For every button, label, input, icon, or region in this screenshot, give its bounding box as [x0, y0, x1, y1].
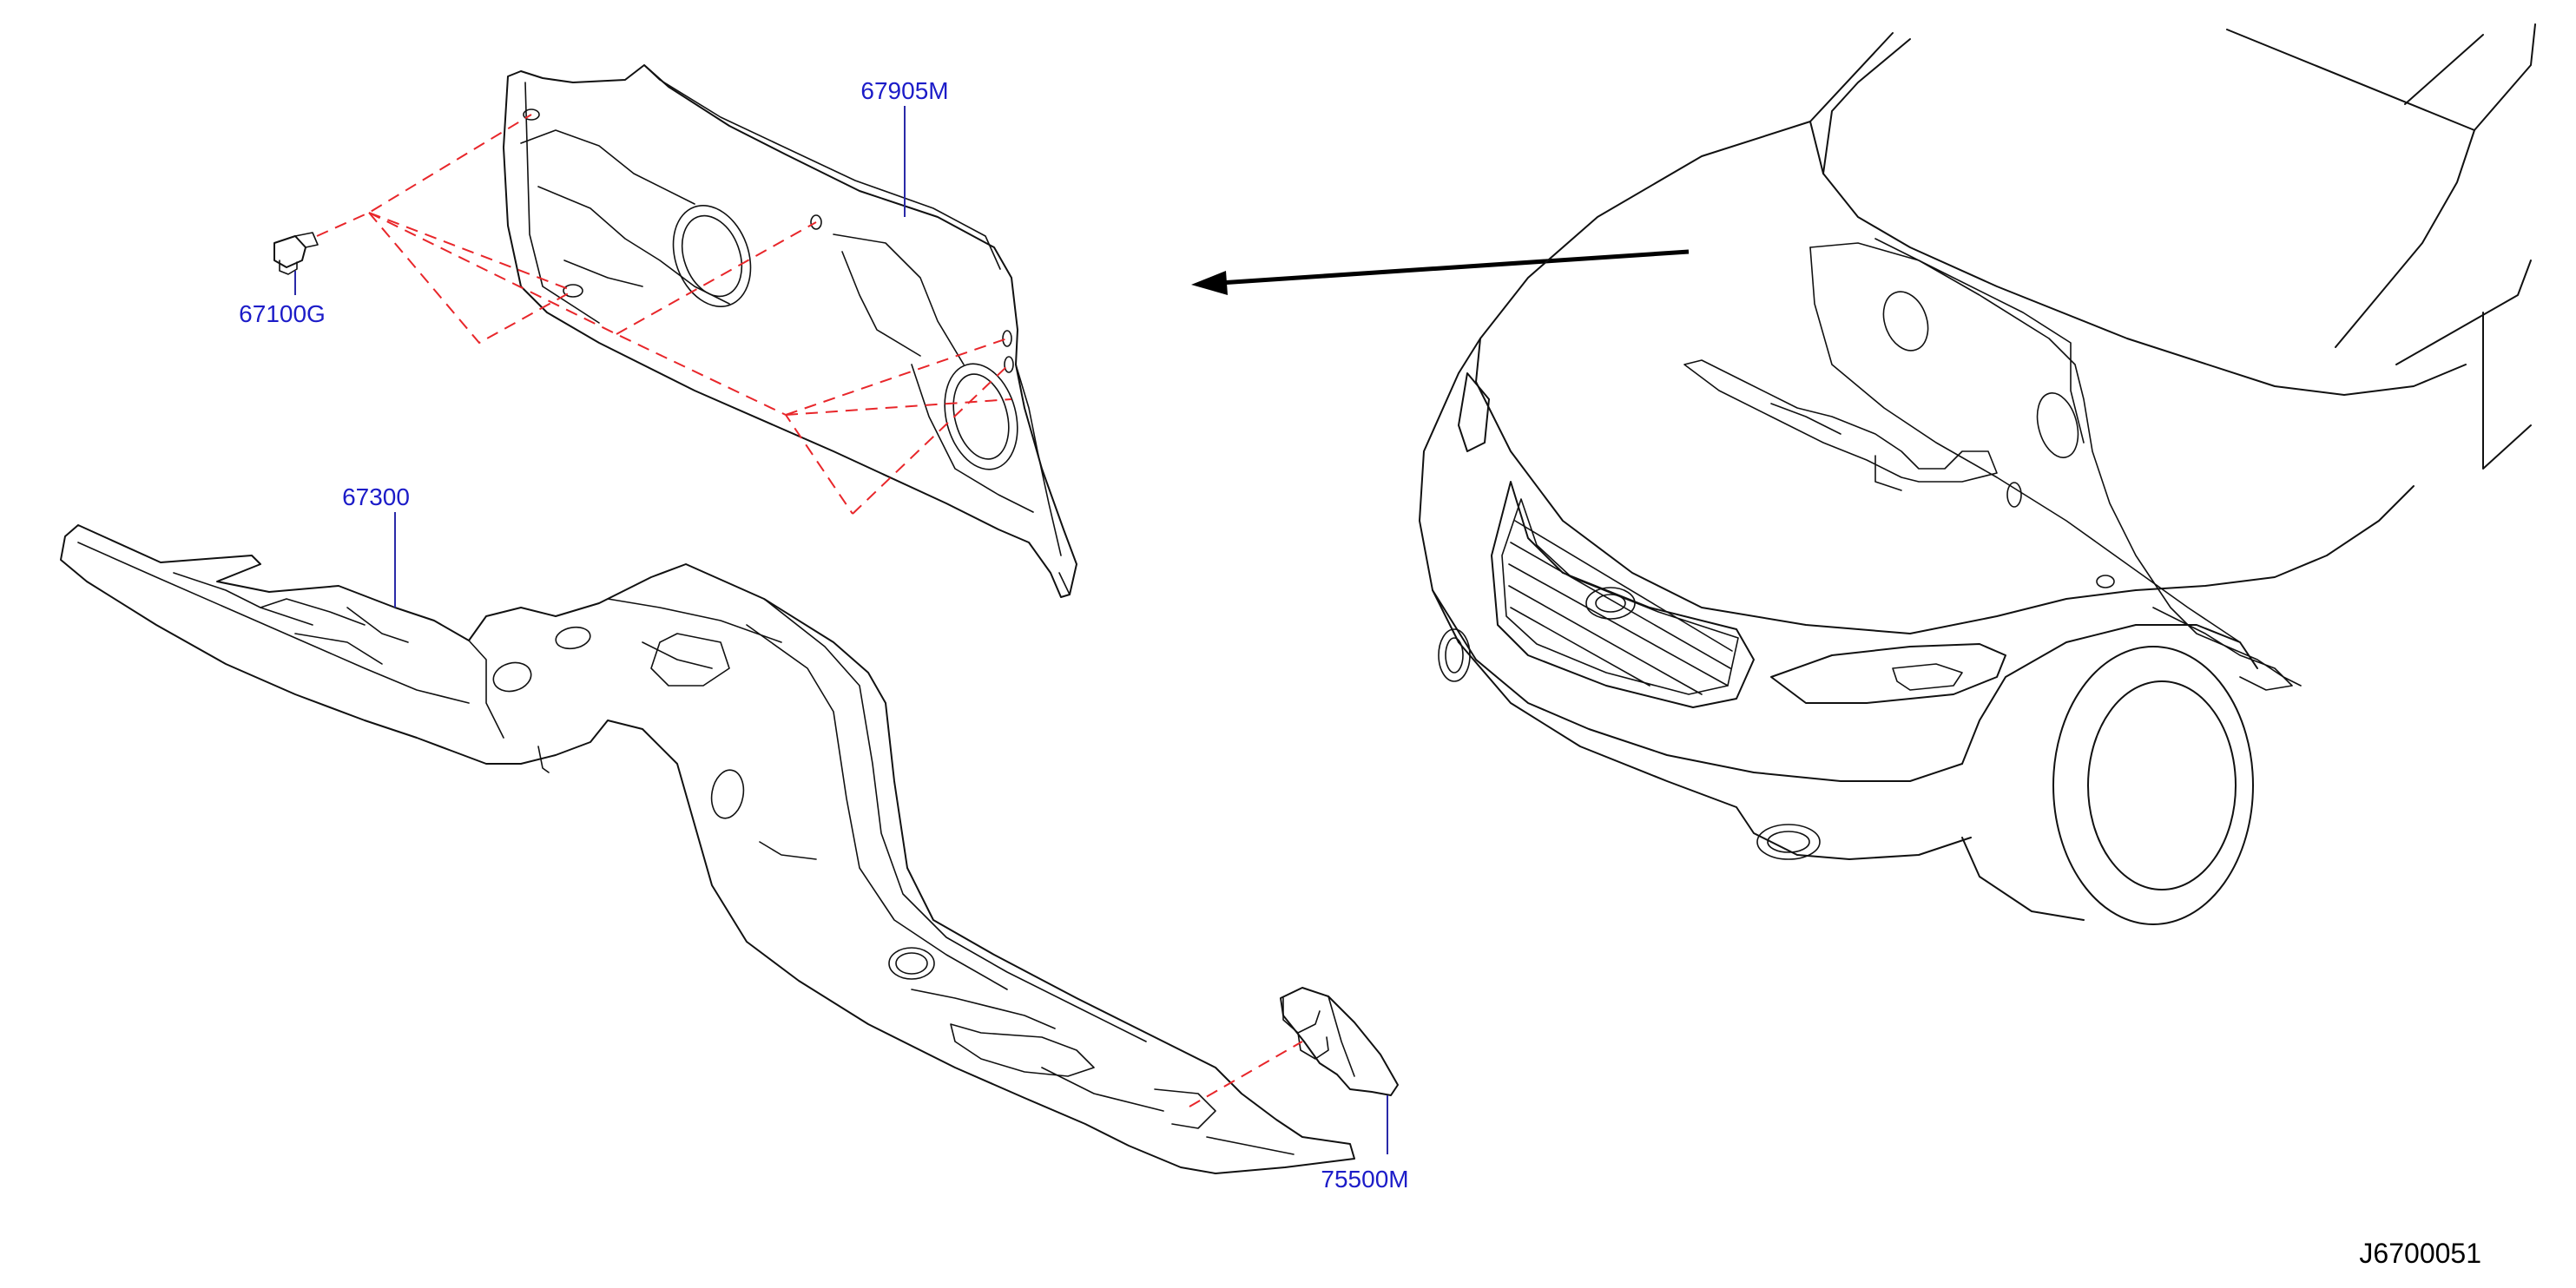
- label-75500M-group: 75500M: [1321, 1095, 1409, 1193]
- floor-insulator-part: [60, 524, 1355, 1174]
- dashed-guide-line-lower: [1189, 1041, 1303, 1107]
- label-67100G-group: 67100G: [239, 271, 326, 327]
- vehicle-illustration: [1419, 23, 2536, 925]
- part-label-67100G: 67100G: [239, 300, 326, 327]
- direction-arrow: [1191, 249, 1690, 295]
- dashed-guide-lines-upper: [316, 114, 1012, 515]
- label-67905M-group: 67905M: [860, 77, 949, 217]
- bracket-part: [1280, 987, 1399, 1096]
- clip-part: [273, 232, 319, 275]
- diagram-code: J6700051: [2359, 1238, 2481, 1269]
- part-label-67300: 67300: [342, 483, 410, 510]
- part-label-75500M: 75500M: [1321, 1166, 1408, 1193]
- part-label-67905M: 67905M: [860, 77, 948, 104]
- dash-insulator-part: [503, 64, 1077, 598]
- label-67300-group: 67300: [342, 483, 410, 608]
